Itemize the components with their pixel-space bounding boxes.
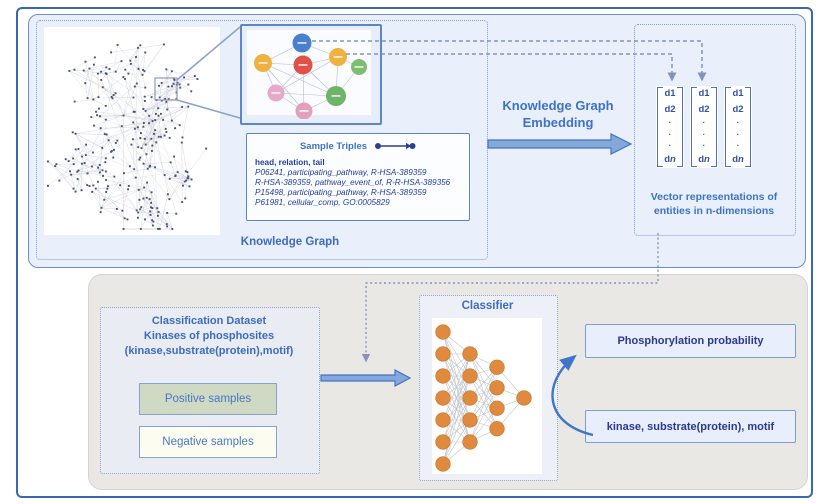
- triple-row: P61981, cellular_comp, GO:0005829: [255, 198, 390, 207]
- vector-ellipsis: ·: [702, 129, 706, 139]
- vector-dim: d1: [732, 88, 744, 99]
- negative-samples-box: Negative samples: [139, 426, 277, 458]
- sample-triples-title: Sample Triples: [299, 140, 368, 152]
- triple-row: P15498, participating_pathway, R-HSA-389…: [255, 188, 427, 197]
- knowledge-graph-label: Knowledge Graph: [240, 236, 340, 248]
- vector-ellipsis: ·: [736, 118, 740, 128]
- vector-ellipsis: ·: [702, 118, 706, 128]
- vector-representation-box: [634, 24, 796, 236]
- network-graph: [44, 27, 220, 235]
- vector-ellipsis: ·: [736, 141, 740, 151]
- triples-list: P06241, participating_pathway, R-HSA-389…: [255, 168, 461, 208]
- positive-samples-box: Positive samples: [139, 383, 277, 415]
- nn-node: [516, 390, 532, 406]
- nn-node: [462, 346, 478, 362]
- subgraph-svg: [247, 30, 371, 120]
- vector-dim: d1: [664, 88, 676, 99]
- nn-node: [462, 434, 478, 450]
- nn-node: [435, 346, 451, 362]
- vector-caption: Vector representations of entities in n-…: [650, 191, 778, 217]
- nn-node: [435, 390, 451, 406]
- triple-legend-icon: [375, 142, 416, 150]
- vector-ellipsis: ·: [668, 129, 672, 139]
- triple-row: R-HSA-389359, pathway_event_of, R-R-HSA-…: [255, 178, 451, 187]
- vector-ellipsis: ·: [668, 118, 672, 128]
- nn-node: [435, 368, 451, 384]
- nn-edges: [442, 331, 525, 465]
- subgraph-node-label: [299, 110, 309, 112]
- vector-dim-n: dn: [732, 153, 744, 165]
- nn-node: [462, 368, 478, 384]
- vector-ellipsis: ·: [702, 141, 706, 151]
- subgraph-node-label: [331, 95, 341, 97]
- vector-dim: d2: [664, 103, 676, 115]
- phosphorylation-probability-box: Phosphorylation probability: [585, 324, 796, 358]
- classification-dataset-title: Classification Dataset Kinases of phosph…: [124, 315, 294, 357]
- nn-node: [435, 324, 451, 340]
- network-graph-svg: [47, 43, 208, 230]
- sample-triples-box: Sample Triples head, relation, tail P062…: [246, 133, 470, 221]
- vector-ellipsis: ·: [668, 141, 672, 151]
- vector-dim: d2: [698, 103, 710, 115]
- neural-network-svg: [435, 324, 532, 472]
- nn-node: [435, 434, 451, 450]
- network-nodes: [47, 43, 208, 230]
- subgraph-zoom-box: [240, 24, 382, 125]
- classifier-title: Classifier: [461, 300, 514, 312]
- subgraph-node-label: [298, 64, 308, 66]
- vector-dim-n: dn: [698, 153, 710, 165]
- nn-node: [489, 421, 505, 437]
- nn-node: [489, 400, 505, 416]
- network-highlight-square: [154, 77, 178, 101]
- nn-node: [435, 456, 451, 472]
- triples-header: head, relation, tail: [255, 158, 325, 167]
- vector-ellipsis: ·: [736, 129, 740, 139]
- nn-node: [489, 359, 505, 375]
- nn-node: [462, 390, 478, 406]
- subgraph-node-label: [297, 42, 307, 44]
- neural-network-panel: [432, 318, 542, 474]
- subgraph-node-label: [258, 62, 268, 64]
- triple-row: P06241, participating_pathway, R-HSA-389…: [255, 168, 427, 177]
- subgraph-node-label: [354, 66, 364, 68]
- subgraph-node-label: [271, 92, 281, 94]
- nn-node: [462, 412, 478, 428]
- knowledge-graph-embedding-label: Knowledge Graph Embedding: [502, 98, 614, 130]
- vector-dim: d2: [732, 103, 744, 115]
- vector-dim: d1: [698, 88, 710, 99]
- nn-node: [489, 380, 505, 396]
- kinase-substrate-motif-box: kinase, substrate(protein), motif: [585, 410, 796, 443]
- vector-dim-n: dn: [664, 153, 676, 165]
- nn-node: [435, 412, 451, 428]
- subgraph-node-label: [333, 56, 343, 58]
